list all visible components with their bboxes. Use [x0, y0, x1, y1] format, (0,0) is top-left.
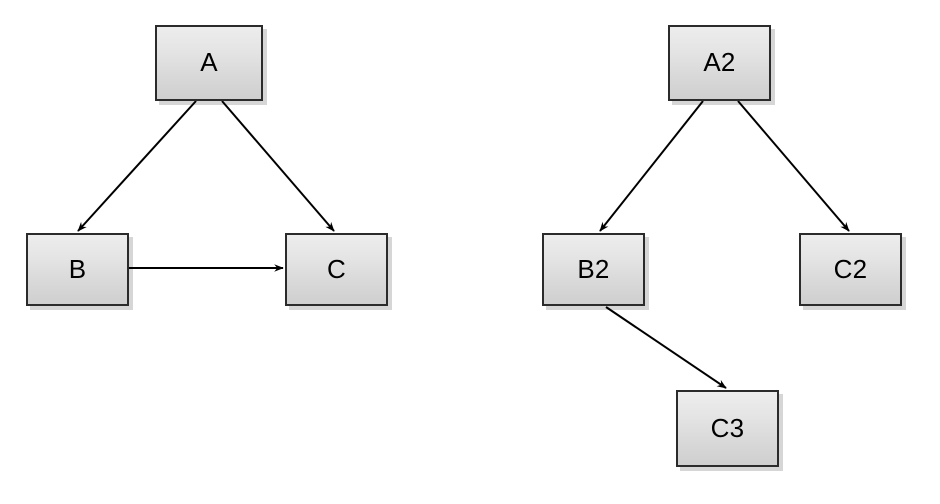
node-label: B — [68, 253, 87, 284]
node-label: C — [327, 253, 346, 284]
node-label: A2 — [703, 47, 736, 77]
edges-group — [77, 100, 850, 389]
edge-b2-to-c3 — [605, 306, 727, 389]
node-label: C3 — [710, 412, 745, 443]
node-label: C2 — [833, 253, 868, 284]
edge-a2-to-b2 — [599, 100, 704, 232]
node-c3[interactable]: C3 — [676, 390, 779, 467]
node-c2[interactable]: C2 — [799, 233, 902, 306]
node-label: A — [200, 47, 218, 77]
edge-a-to-b — [77, 100, 197, 232]
node-c[interactable]: C — [285, 233, 388, 306]
edge-a2-to-c2 — [737, 100, 850, 232]
node-b2[interactable]: B2 — [542, 233, 645, 306]
node-label: B2 — [577, 253, 610, 284]
edge-a-to-c — [221, 100, 335, 232]
node-a[interactable]: A — [155, 25, 263, 101]
node-b[interactable]: B — [26, 233, 129, 306]
node-a2[interactable]: A2 — [668, 25, 771, 101]
